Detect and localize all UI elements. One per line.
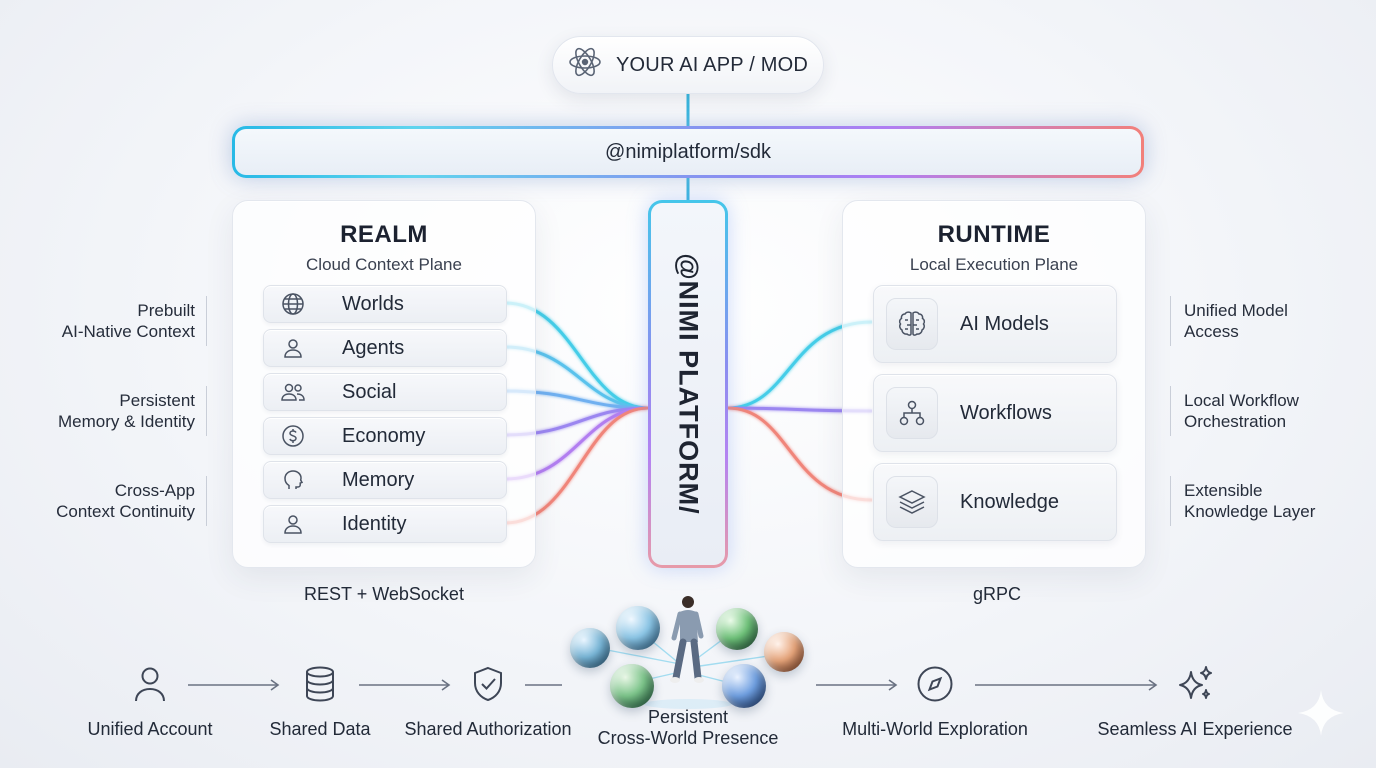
realm-side-label-2: Persistent Memory & Identity xyxy=(20,390,195,432)
side-label-line: Access xyxy=(1184,322,1239,341)
flow-label-seamless-ai-experience: Seamless AI Experience xyxy=(1097,719,1293,739)
flow-label-multi-world-exploration: Multi-World Exploration xyxy=(842,719,1028,739)
realm-title: REALM xyxy=(340,221,428,248)
runtime-protocol: gRPC xyxy=(972,584,1021,604)
runtime-side-label-1: Unified Model Access xyxy=(1184,300,1364,342)
side-label-line: Persistent xyxy=(119,391,195,410)
realm-item-label: Memory xyxy=(342,468,415,491)
user-icon xyxy=(280,335,306,361)
flow-label-shared-data: Shared Data xyxy=(269,719,371,739)
runtime-item-workflows: Workflows xyxy=(873,374,1117,452)
realm-item-label: Agents xyxy=(342,336,405,359)
runtime-side-label-3: Extensible Knowledge Layer xyxy=(1184,480,1364,522)
platform-label: @NIMI PLATFORM/ xyxy=(673,253,704,515)
brain-icon xyxy=(886,298,938,350)
user-icon xyxy=(132,665,168,708)
divider xyxy=(1170,386,1171,436)
flow-label-unified-account: Unified Account xyxy=(87,719,213,739)
realm-item-memory: Memory xyxy=(263,461,507,499)
realm-item-economy: Economy xyxy=(263,417,507,455)
realm-side-label-1: Prebuilt AI-Native Context xyxy=(20,300,195,342)
flow-label-persistent-presence: Persistent Cross-World Presence xyxy=(578,707,798,749)
realm-item-label: Worlds xyxy=(342,292,404,315)
realm-item-identity: Identity xyxy=(263,505,507,543)
realm-subtitle: Cloud Context Plane xyxy=(306,255,462,274)
flow-label-line: Persistent xyxy=(647,707,729,727)
runtime-side-label-2: Local Workflow Orchestration xyxy=(1184,390,1364,432)
runtime-item-ai-models: AI Models xyxy=(873,285,1117,363)
layers-icon xyxy=(886,476,938,528)
realm-panel: REALM Cloud Context Plane Worlds Agents … xyxy=(232,200,536,568)
globe-icon xyxy=(280,291,306,317)
realm-item-worlds: Worlds xyxy=(263,285,507,323)
realm-item-label: Identity xyxy=(342,512,407,535)
side-label-line: Memory & Identity xyxy=(58,412,195,431)
workflow-icon xyxy=(886,387,938,439)
sparkle-watermark-icon xyxy=(1296,688,1346,743)
divider xyxy=(1170,476,1171,526)
runtime-item-label: AI Models xyxy=(960,312,1049,335)
runtime-item-knowledge: Knowledge xyxy=(873,463,1117,541)
runtime-item-label: Workflows xyxy=(960,401,1052,424)
worlds-orbs-image xyxy=(560,594,820,714)
side-label-line: Orchestration xyxy=(1184,412,1287,431)
flow-label-shared-authorization: Shared Authorization xyxy=(404,719,572,739)
flow-label-line: Cross-World Presence xyxy=(597,728,779,748)
shield-check-icon xyxy=(470,665,506,708)
realm-side-label-3: Cross-App Context Continuity xyxy=(20,480,195,522)
head-icon xyxy=(280,467,306,493)
identity-icon xyxy=(280,511,306,537)
realm-protocol: REST + WebSocket xyxy=(304,584,464,604)
atom-icon xyxy=(568,45,602,85)
side-label-line: AI-Native Context xyxy=(61,322,195,341)
database-icon xyxy=(302,665,338,708)
divider xyxy=(206,386,207,436)
realm-item-label: Social xyxy=(342,380,397,403)
side-label-line: Unified Model xyxy=(1184,301,1288,320)
dollar-coin-icon xyxy=(280,423,306,449)
divider xyxy=(206,476,207,526)
compass-icon xyxy=(916,665,954,708)
realm-item-agents: Agents xyxy=(263,329,507,367)
runtime-panel: RUNTIME Local Execution Plane AI Models … xyxy=(842,200,1146,568)
sdk-bar: @nimiplatform/sdk xyxy=(232,126,1144,178)
side-label-line: Context Continuity xyxy=(56,502,195,521)
divider xyxy=(1170,296,1171,346)
platform-column: @NIMI PLATFORM/ xyxy=(648,200,728,568)
side-label-line: Extensible xyxy=(1184,481,1263,500)
app-node: YOUR AI APP / MOD xyxy=(552,36,824,94)
side-label-line: Prebuilt xyxy=(137,301,195,320)
realm-item-label: Economy xyxy=(342,424,426,447)
runtime-subtitle: Local Execution Plane xyxy=(909,255,1079,274)
side-label-line: Knowledge Layer xyxy=(1184,502,1316,521)
runtime-title: RUNTIME xyxy=(937,221,1051,248)
side-label-line: Cross-App xyxy=(114,481,195,500)
users-icon xyxy=(280,379,306,405)
realm-item-social: Social xyxy=(263,373,507,411)
flow-arrows xyxy=(188,679,1158,691)
divider xyxy=(206,296,207,346)
sparkles-icon xyxy=(1176,664,1216,709)
runtime-item-label: Knowledge xyxy=(960,490,1059,513)
app-label: YOUR AI APP / MOD xyxy=(616,53,808,76)
side-label-line: Local Workflow xyxy=(1184,391,1299,410)
sdk-label: @nimiplatform/sdk xyxy=(605,140,771,163)
